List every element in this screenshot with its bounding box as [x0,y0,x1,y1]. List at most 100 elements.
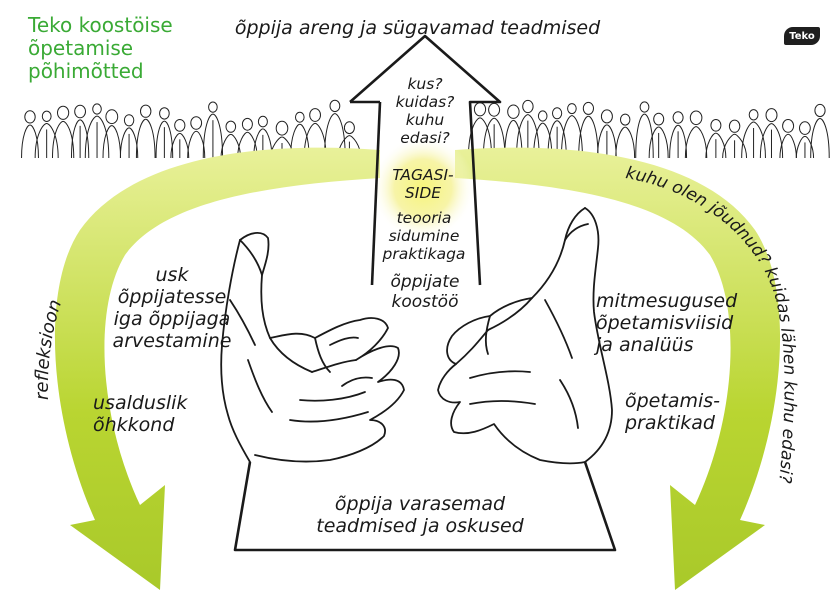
crowd-person-head [582,101,595,115]
right-hand-illustration [437,207,613,465]
up-arrow [233,34,617,552]
crowd-person-body [547,120,567,159]
crowd-person-head [552,107,563,120]
crowd-person-head [225,120,237,133]
belief-line-3: iga õppijaga [113,308,231,330]
crowd-person-body [135,118,156,159]
crowd-person-head [799,121,811,135]
crowd-person-body [84,115,110,159]
crowd-person-body [516,114,540,159]
crowd-person-body [648,126,669,159]
crowd-person-head [782,119,795,133]
crowd-person-head [174,119,186,132]
crowd-person-body [669,124,688,159]
climate-line-1: usalduslik [93,392,188,414]
question-how: kuidas? [395,93,455,111]
crowd-person-head [522,99,534,114]
methods-label: mitmesugused õpetamisviisid ja analüüs [596,290,737,356]
crowd-person-body [119,127,139,159]
crowd-person-head [309,108,322,122]
crowd-person-body [779,133,797,159]
crowd-person-body [810,118,830,159]
question-where: kus? [407,75,443,93]
crowd-person-body [597,124,617,159]
crowd-person-head [275,120,289,136]
cooperation-line-1: õppijate [390,272,460,292]
crowd-person-head [537,110,548,122]
practices-line-2: praktikad [625,412,715,434]
crowd-person-head [600,109,613,124]
crowd-person-head [208,101,218,113]
crowd-person-head [241,117,253,131]
teko-logo: Teko [784,27,820,45]
crowd-person-body [34,122,59,159]
crowd-person-head [748,109,759,121]
crowd-person-body [202,113,224,159]
self-assessment-text: kuhu olen jõudnud? kuidas lähen kuhu eda… [624,163,799,484]
prior-knowledge-line-2: teadmised ja oskused [316,515,524,537]
crowd-person-body [795,135,815,159]
crowd-illustration [21,99,830,159]
crowd-person-head [329,99,341,113]
crowd-person-body [578,115,599,159]
crowd-person-head [639,101,650,113]
crowd-person-head [567,103,577,115]
feedback-label: TAGASI- SIDE [378,166,468,202]
crowd-person-head [41,110,52,123]
crowd-person-head [814,103,826,118]
crowd-person-body [155,120,174,159]
crowd-person-body [21,124,39,159]
logo-text: Teko [789,30,815,42]
crowd-person-head [689,110,703,126]
crowd-person-body [615,126,636,159]
crowd-person-body [303,122,327,159]
crowd-person-head [672,111,684,124]
crowd-person-body [482,117,506,159]
arrow-questions: kus? kuidas? kuhu edasi? [383,75,467,147]
prior-knowledge-label: õppija varasemad teadmised ja oskused [280,493,560,537]
crowd-person-head [190,116,203,130]
crowd-person-head [295,111,305,123]
question-next: edasi? [400,129,450,147]
crowd-person-body [684,126,708,159]
crowd-person-body [324,113,346,159]
feedback-line-2: SIDE [404,184,442,202]
reflection-text: refleksioon [32,297,66,400]
crowd-person-head [765,108,778,123]
crowd-person-body [759,123,784,159]
crowd-person-head [159,107,170,120]
belief-line-1: usk [155,264,189,286]
methods-line-1: mitmesugused [596,290,738,312]
cooperation-label: õppijate koostöö [370,272,480,312]
crowd-person-head [24,110,36,124]
crowd-person-body [533,122,553,159]
crowd-person-body [741,121,766,159]
methods-line-3: ja analüüs [596,334,694,356]
crowd-person-head [620,113,631,126]
crowd-person-body [253,128,273,159]
feedback-glow [371,136,475,240]
prior-knowledge-line-1: õppija varasemad [334,493,506,515]
feedback-line-1: TAGASI- [392,166,454,184]
crowd-person-body [70,119,90,159]
climate-line-2: õhkkond [93,414,175,436]
page-title: Teko koostöise õpetamise põhimõtted [28,14,173,83]
crowd-person-body [560,115,583,159]
crowd-person-head [74,104,86,119]
crowd-person-body [635,113,654,159]
theory-line-2: sidumine [388,227,460,245]
crowd-person-body [467,117,493,159]
belief-line-2: õppijatesse [117,286,227,308]
crowd-person-head [710,119,722,132]
cooperation-line-2: koostöö [391,292,459,312]
belief-label: usk õppijatesse iga õppijaga arvestamine [92,264,252,352]
crowd-person-head [123,114,135,127]
crowd-person-body [290,123,310,159]
practices-label: õpetamis- praktikad [625,390,720,434]
title-line-2: õpetamise [28,36,134,60]
crowd-person-body [237,131,258,159]
theory-line-1: teooria [396,209,452,227]
self-assessment-label: kuhu olen jõudnud? kuidas lähen kuhu eda… [624,163,799,484]
